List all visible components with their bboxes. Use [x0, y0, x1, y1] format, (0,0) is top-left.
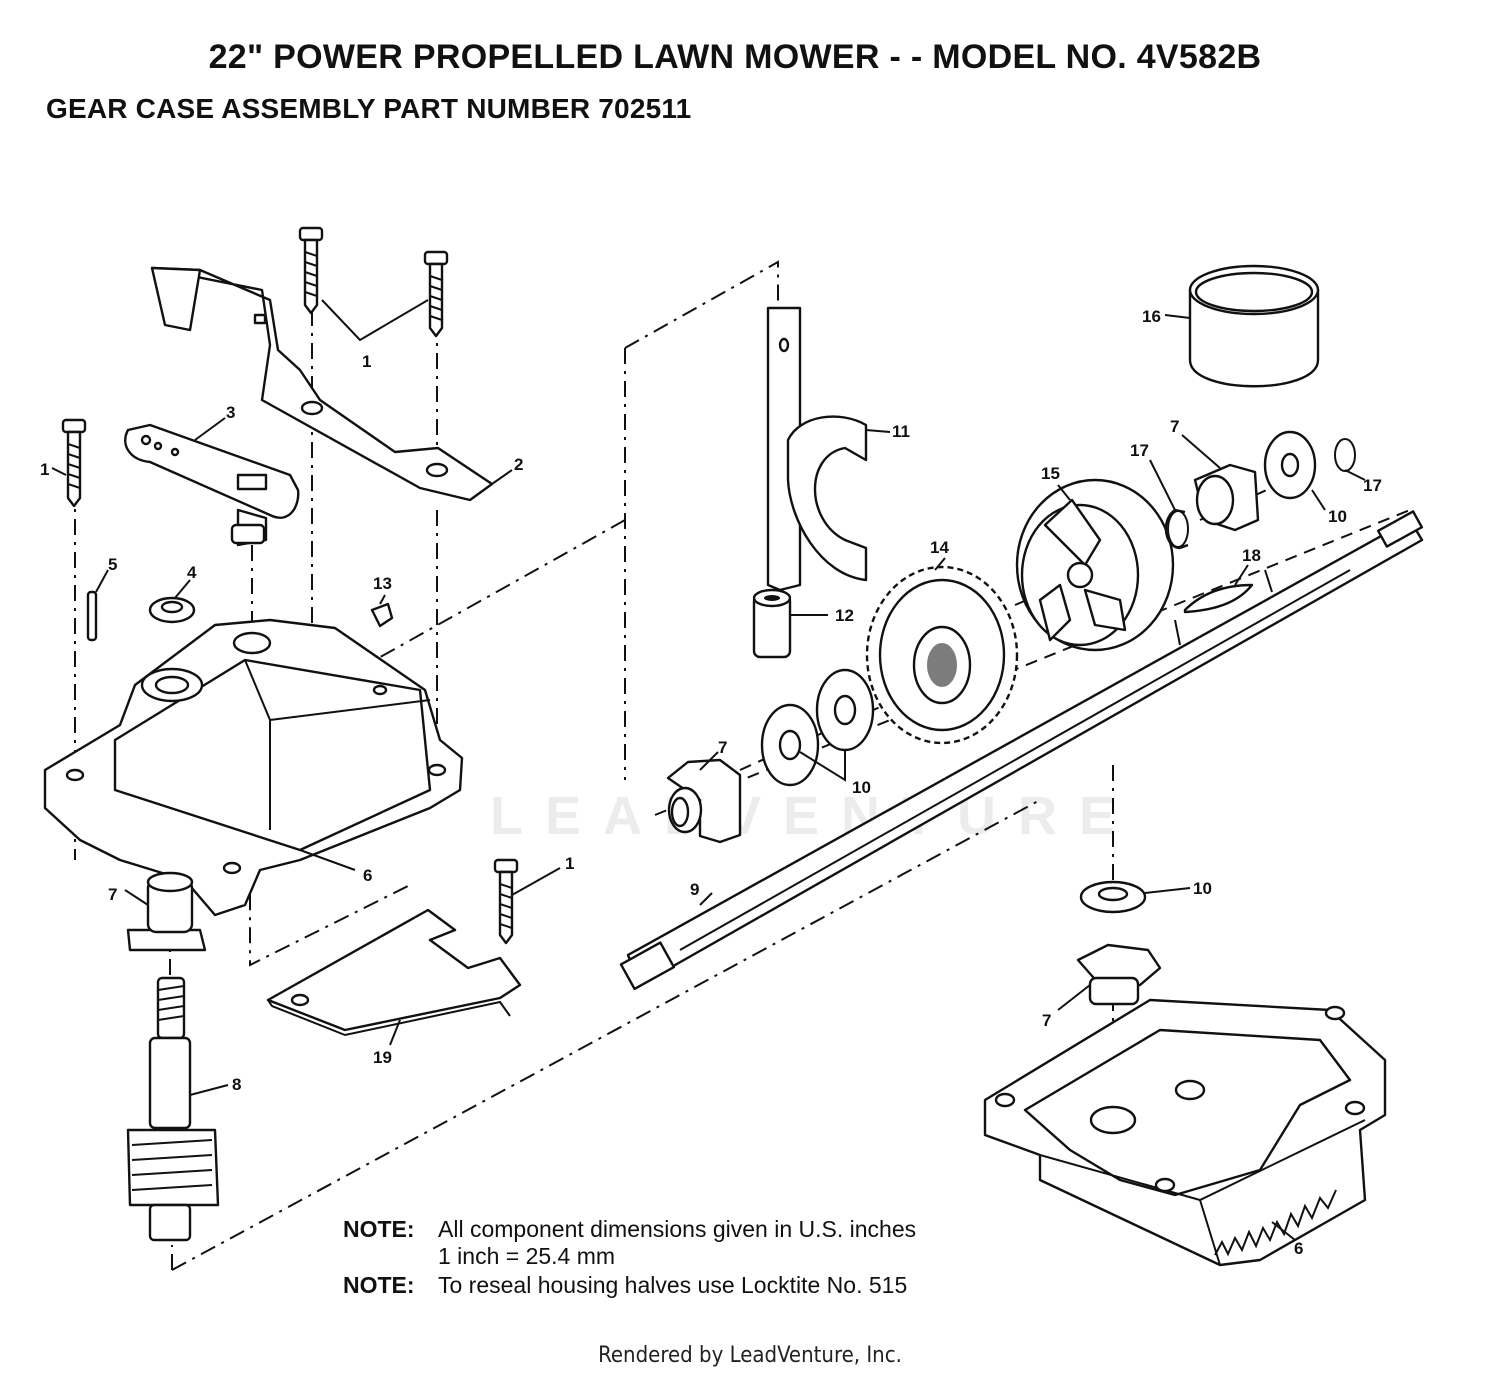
note-dimensions: NOTE: All component dimensions given in … — [343, 1216, 916, 1270]
part-7-bushing-center — [666, 758, 742, 844]
part-6-upper-case — [43, 618, 464, 917]
note-reseal: NOTE: To reseal housing halves use Lockt… — [343, 1272, 916, 1299]
callout-1-bottom: 1 — [565, 854, 574, 873]
part-1-screw-b — [423, 250, 449, 338]
part-8-worm-shaft — [126, 976, 220, 1242]
part-9-axle — [619, 510, 1424, 991]
callout-19: 19 — [373, 1048, 392, 1067]
callout-17-right: 17 — [1363, 476, 1382, 495]
callout-18: 18 — [1242, 546, 1261, 565]
part-6-lower-case — [983, 998, 1387, 1267]
part-19-plate — [266, 908, 522, 1037]
callout-1-left: 1 — [40, 460, 49, 479]
callout-6-upper: 6 — [363, 866, 372, 885]
callout-15: 15 — [1041, 464, 1060, 483]
callout-10-center: 10 — [852, 778, 871, 797]
callout-7-lower-right: 7 — [1042, 1011, 1051, 1030]
part-12-sleeve — [752, 588, 792, 659]
callout-7-right: 7 — [1170, 417, 1179, 436]
part-11-shift-fork — [766, 306, 868, 592]
part-2-bracket — [150, 266, 494, 502]
note-label: NOTE: — [343, 1216, 415, 1242]
callout-17-left: 17 — [1130, 441, 1149, 460]
part-13-plug — [370, 602, 394, 628]
watermark: LEADVENTURE — [490, 786, 1138, 846]
page-subtitle: GEAR CASE ASSEMBLY PART NUMBER 702511 — [46, 93, 692, 124]
note-label: NOTE: — [343, 1272, 415, 1298]
part-1-screw-d — [493, 858, 519, 945]
part-16-cup — [1188, 264, 1320, 388]
callout-5: 5 — [108, 555, 117, 574]
part-14-gear — [865, 565, 1019, 745]
callout-2: 2 — [514, 455, 523, 474]
callout-10-lower: 10 — [1193, 879, 1212, 898]
note-text: All component dimensions given in U.S. i… — [438, 1216, 917, 1269]
callout-1-top: 1 — [362, 352, 371, 371]
part-17-ring-b — [1334, 438, 1356, 472]
callout-4: 4 — [187, 563, 197, 582]
callout-7-center: 7 — [718, 738, 727, 757]
note-text: To reseal housing halves use Locktite No… — [438, 1272, 908, 1298]
callout-8: 8 — [232, 1075, 241, 1094]
callout-13: 13 — [373, 574, 392, 593]
part-7-bushing-lower-right — [1076, 943, 1162, 1006]
leader-lines — [51, 299, 1366, 1241]
notes-block: NOTE: All component dimensions given in … — [343, 1216, 916, 1299]
page-title: 22" POWER PROPELLED LAWN MOWER - - MODEL… — [208, 38, 1262, 76]
callout-11: 11 — [892, 422, 910, 441]
part-7-bushing-right-top — [1193, 463, 1260, 532]
part-18-key — [1183, 583, 1254, 614]
part-7-bushing-left — [126, 871, 207, 952]
footer-credit: Rendered by LeadVenture, Inc. — [598, 1343, 902, 1368]
callout-3: 3 — [226, 403, 235, 422]
callout-12: 12 — [835, 606, 854, 625]
callout-16: 16 — [1142, 307, 1161, 326]
part-1-screw-c — [61, 418, 87, 508]
callout-9: 9 — [690, 880, 699, 899]
part-1-screw-a — [298, 226, 324, 315]
callout-14: 14 — [930, 538, 949, 557]
part-3-lever — [124, 423, 300, 547]
part-5-pin — [86, 590, 98, 642]
callout-7-left: 7 — [108, 885, 117, 904]
part-15-clutch — [1015, 478, 1175, 652]
callout-6-lower: 6 — [1294, 1239, 1303, 1258]
callout-10-right: 10 — [1328, 507, 1347, 526]
